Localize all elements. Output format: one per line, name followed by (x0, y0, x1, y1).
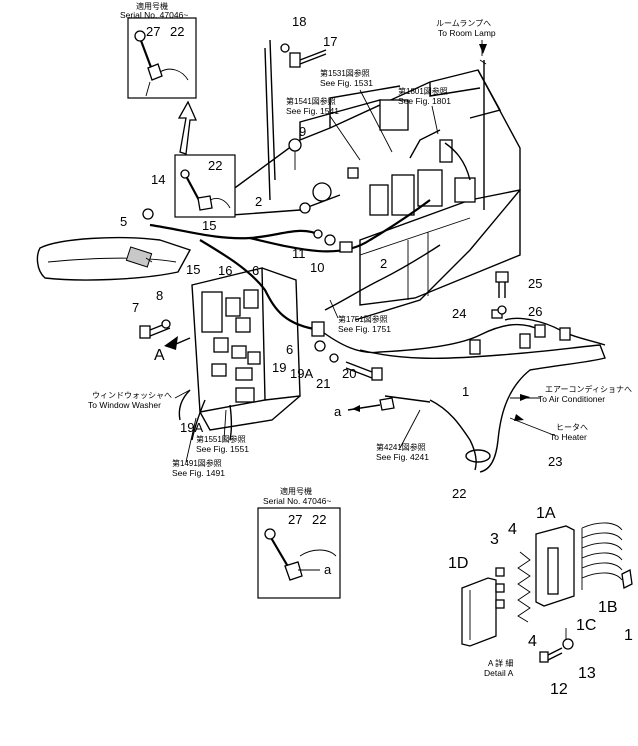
washer-18 (280, 43, 290, 53)
callout-6b: 6 (286, 342, 293, 357)
inset-bottom-part-22: 22 (312, 512, 326, 527)
fig1541-jp: 第1541図参照 (286, 96, 336, 106)
callout-10: 10 (310, 260, 324, 275)
leader-lines (145, 40, 557, 463)
inset-top-serial-jp: 適用号機 (136, 1, 168, 11)
inset-top-part-22: 22 (170, 24, 184, 39)
callout-21: 21 (316, 376, 330, 391)
callout-7: 7 (132, 300, 139, 315)
fig1551-en: See Fig. 1551 (196, 444, 249, 454)
connector-a: a (334, 397, 395, 419)
inset-top-part-27: 27 (146, 24, 160, 39)
air-conditioner-jp: エアーコンディショナへ (545, 384, 632, 394)
callout-15b: 15 (186, 262, 200, 277)
bolt-head-10 (324, 234, 336, 246)
seat-console (36, 236, 301, 431)
fig1801-jp: 第1801図参照 (398, 86, 448, 96)
callout-20: 20 (342, 366, 356, 381)
callout-15a: 15 (202, 218, 216, 233)
inset-top-serial: Serial No. 47046~ (120, 10, 188, 20)
callout-8: 8 (156, 288, 163, 303)
room-lamp-en: To Room Lamp (438, 28, 496, 38)
callout-5: 5 (120, 214, 127, 229)
air-conditioner-en: To Air Conditioner (538, 394, 605, 404)
callout-19a-left: 19A (180, 420, 203, 435)
fig1551-jp: 第1551図参照 (196, 434, 246, 444)
detail-a-jp: A 詳 細 (488, 658, 513, 668)
callout-19: 19 (272, 360, 286, 375)
direction-arrows (479, 44, 530, 421)
callout-22: 22 (452, 486, 466, 501)
fig1751-jp: 第1751図参照 (338, 314, 388, 324)
view-arrow-a: A (154, 336, 191, 364)
detail-callout-1c: 1C (576, 617, 596, 634)
fig1531-en: See Fig. 1531 (320, 78, 373, 88)
room-lamp-label: ルームランプへ To Room Lamp (436, 19, 496, 38)
room-lamp-jp: ルームランプへ (436, 19, 491, 28)
callout-1-main: 1 (462, 384, 469, 399)
callout-18: 18 (292, 14, 306, 29)
fig1491-en: See Fig. 1491 (172, 468, 225, 478)
callout-14: 14 (151, 172, 165, 187)
window-washer-en: To Window Washer (88, 400, 161, 410)
detail-callout-1b: 1B (598, 599, 618, 616)
bolt-17 (289, 49, 327, 68)
detail-callout-1: 1 (624, 627, 633, 644)
inset-bottom-serial-jp: 適用号機 (280, 486, 312, 496)
fig1541-en: See Fig. 1541 (286, 106, 339, 116)
inset-bottom-serial: Serial No. 47046~ (263, 496, 331, 506)
callout-2b: 2 (380, 256, 387, 271)
heater-en: To Heater (550, 432, 587, 442)
harness-wires (149, 129, 606, 473)
detail-a-en: Detail A (484, 668, 514, 678)
callout-25: 25 (528, 276, 542, 291)
detail-a: 1A 1D 3 4 4 1B 1C 1 13 12 A 詳 細 Detail A (448, 505, 633, 698)
detail-callout-1d: 1D (448, 555, 468, 572)
heater-jp: ヒータへ (556, 423, 588, 432)
fig1801-en: See Fig. 1801 (398, 96, 451, 106)
inset-mid-part-22: 22 (208, 158, 222, 173)
callout-11: 11 (292, 246, 306, 261)
inset-bottom-part-a: a (324, 562, 332, 577)
washer-11 (313, 229, 323, 239)
inset-mid: 22 (174, 154, 236, 218)
callout-23: 23 (548, 454, 562, 469)
window-washer-jp: ウィンドウォッシャへ (92, 391, 172, 400)
bolt-25 (495, 271, 509, 298)
callout-17: 17 (323, 34, 337, 49)
detail-callout-4-top: 4 (508, 521, 517, 538)
callout-9: 9 (299, 124, 306, 139)
detail-callout-1a: 1A (536, 505, 556, 522)
washer-8 (161, 319, 171, 329)
bolt-20 (345, 361, 383, 381)
inset-bottom: 27 22 a 適用号機 Serial No. 47046~ (257, 486, 341, 599)
callout-2a: 2 (255, 194, 262, 209)
callout-a: a (334, 404, 342, 419)
callout-26: 26 (528, 304, 542, 319)
cab-body (231, 39, 521, 321)
detail-callout-12: 12 (550, 681, 568, 698)
inset-up-arrow (177, 100, 198, 155)
fig1531-jp: 第1531図参照 (320, 68, 370, 78)
washer-26 (497, 305, 507, 315)
callout-16: 16 (218, 263, 232, 278)
fig1491-jp: 第1491図参照 (172, 458, 222, 468)
fig4241-en: See Fig. 4241 (376, 452, 429, 462)
callout-6a: 6 (252, 263, 259, 278)
callout-numbers: 18 17 9 14 5 2 15 15 16 6 11 10 2 8 7 6 … (120, 14, 562, 501)
inset-bottom-part-27: 27 (288, 512, 302, 527)
bolts (139, 43, 509, 381)
view-arrow-a-label: A (154, 347, 165, 364)
detail-callout-3: 3 (490, 531, 499, 548)
washer-21 (329, 353, 339, 363)
bolt-14 (142, 208, 154, 220)
detail-callout-13: 13 (578, 665, 596, 682)
detail-callout-4-bottom: 4 (528, 633, 537, 650)
callout-24: 24 (452, 306, 466, 321)
clip-19a (314, 340, 326, 352)
fig1751-en: See Fig. 1751 (338, 324, 391, 334)
inset-top: 27 22 適用号機 Serial No. 47046~ (120, 1, 197, 99)
callout-19a-right: 19A (290, 366, 313, 381)
